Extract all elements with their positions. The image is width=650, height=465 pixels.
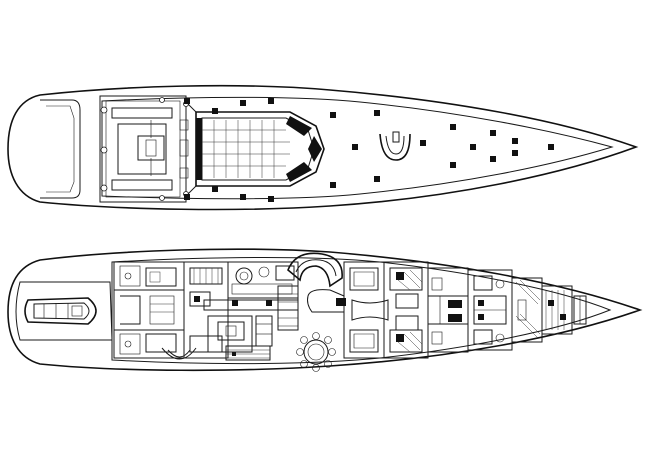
saloon	[287, 252, 389, 372]
accommodation-inner-line	[111, 257, 612, 365]
accommodation-hull-outline	[7, 248, 643, 372]
galley	[203, 261, 299, 361]
accommodation-plan	[7, 248, 643, 372]
deck-hull-outline	[7, 84, 639, 211]
guest-cabins	[383, 261, 469, 359]
forward-cabins	[467, 269, 587, 351]
cockpit	[99, 95, 189, 203]
tender-garage	[15, 281, 113, 341]
deck-plan	[7, 84, 639, 211]
stern-dinghy-cover	[40, 99, 81, 199]
stern-dinghy-inner	[46, 105, 75, 193]
aft-cabins	[113, 261, 185, 359]
mast-step	[379, 131, 411, 161]
companionway	[277, 285, 299, 331]
deckhouse	[187, 103, 325, 195]
deck-inner-line	[101, 96, 614, 200]
deck-hatches	[184, 98, 554, 202]
